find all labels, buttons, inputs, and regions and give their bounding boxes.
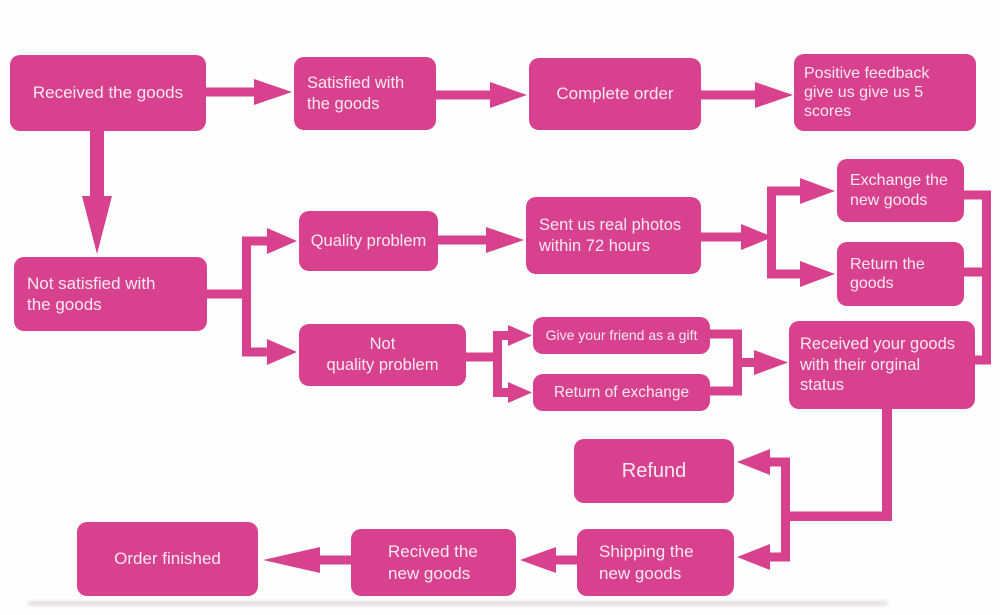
node-quality-problem: Quality problem <box>299 211 438 271</box>
edge-received-to-notsatisfied-arrow <box>82 131 112 254</box>
node-not-quality-problem: Not quality problem <box>299 324 466 386</box>
node-recived-new-goods: Recived the new goods <box>351 529 516 596</box>
edge-exchange-return-to-received-rail <box>963 190 991 365</box>
node-positive-feedback: Positive feedback give us give us 5 scor… <box>794 54 976 131</box>
node-give-friend-gift: Give your friend as a gift <box>533 317 710 354</box>
edge-gift-exchange-to-received-arrow <box>710 329 788 396</box>
edge-complete-to-feedback-arrow <box>701 82 793 108</box>
edge-recived-to-finished-arrow <box>263 547 351 573</box>
node-exchange-new-goods: Exchange the new goods <box>837 159 964 222</box>
node-return-of-exchange: Return of exchange <box>533 374 710 411</box>
edge-satisfied-to-complete-arrow <box>436 82 527 108</box>
node-refund: Refund <box>574 439 734 503</box>
scan-smudge <box>28 601 888 606</box>
node-order-finished: Order finished <box>77 522 258 596</box>
edge-received-to-refund-shipping <box>737 409 892 570</box>
node-sent-real-photos: Sent us real photos within 72 hours <box>526 197 701 274</box>
edge-received-to-satisfied-arrow <box>206 79 292 105</box>
node-received-goods: Received the goods <box>10 55 206 131</box>
node-return-goods: Return the goods <box>837 242 964 306</box>
edge-notquality-branch <box>466 325 532 403</box>
node-complete-order: Complete order <box>529 58 701 130</box>
node-shipping-new-goods: Shipping the new goods <box>577 529 734 596</box>
node-not-satisfied-with-goods: Not satisfied with the goods <box>14 257 207 331</box>
edge-shipping-to-recived-arrow <box>520 547 577 573</box>
edge-quality-to-photos-arrow <box>438 227 524 253</box>
node-received-original-status: Received your goods with their orginal s… <box>789 321 975 409</box>
edge-notsatisfied-branch <box>207 228 297 365</box>
node-satisfied-with-goods: Satisfied with the goods <box>294 57 436 130</box>
edge-photos-branch <box>701 178 835 287</box>
